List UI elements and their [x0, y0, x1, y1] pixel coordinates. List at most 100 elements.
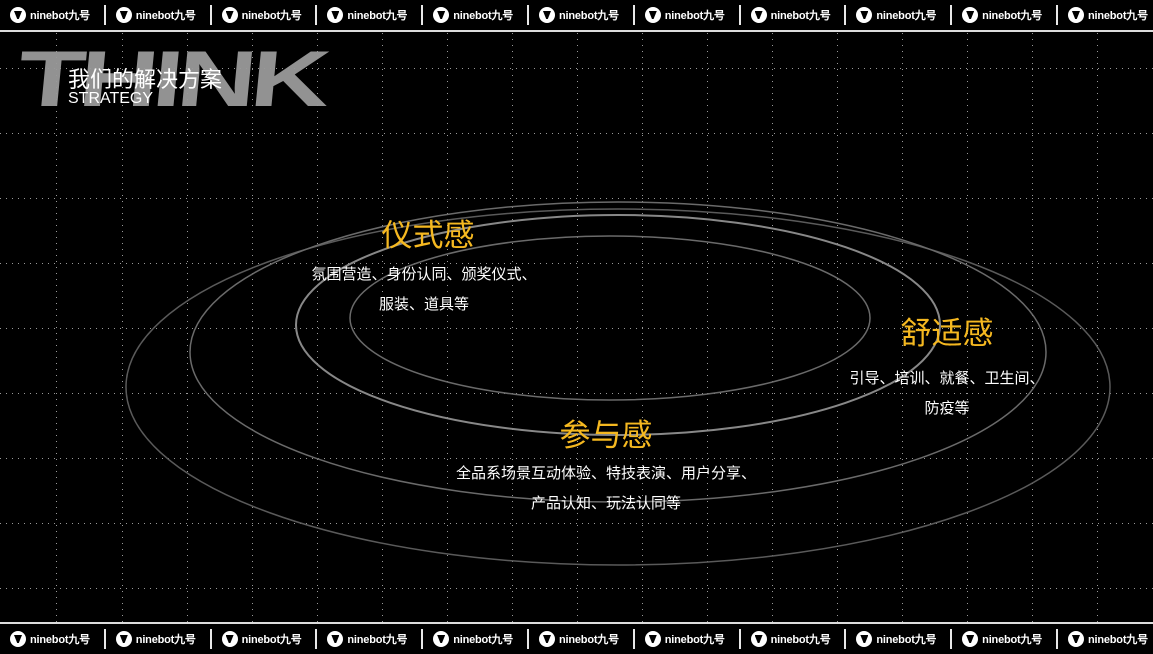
grid-line-horizontal: [0, 393, 1153, 394]
logo-text: ninebot九号: [558, 10, 619, 22]
logo-text: ninebot九号: [982, 10, 1043, 22]
ring-3: [189, 201, 1047, 503]
ring-2: [295, 214, 941, 436]
header-logo: ninebot九号: [952, 5, 1058, 25]
desc-participation-line-2: 产品认知、玩法认同等: [530, 494, 682, 512]
grid-line-horizontal: [0, 68, 1153, 69]
header-logo: ninebot九号: [0, 5, 106, 25]
grid-line-vertical: [707, 32, 708, 622]
ninebot-logo-icon: [433, 631, 450, 647]
heading-comfort: 舒适感: [900, 316, 994, 352]
grid-line-horizontal: [0, 198, 1153, 199]
grid-line-vertical: [902, 32, 903, 622]
logo-text: ninebot九号: [347, 10, 408, 22]
grid-line-horizontal: [0, 263, 1153, 264]
logo-text: ninebot九号: [876, 10, 937, 22]
grid-line-vertical: [447, 32, 448, 622]
ninebot-logo-icon: [750, 7, 767, 23]
page-title: 我们的解决方案: [68, 68, 223, 93]
header-logo: ninebot九号: [529, 5, 635, 25]
ninebot-logo-icon: [856, 7, 873, 23]
desc-comfort: 引导、培训、就餐、卫生间、 防疫等: [849, 363, 1044, 423]
logo-text: ninebot九号: [1087, 10, 1148, 22]
ninebot-logo-icon: [644, 631, 661, 647]
footer-logo: ninebot九号: [741, 629, 847, 649]
footer-logo: ninebot九号: [846, 629, 953, 649]
footer-logo-strip: ninebot九号 ninebot九号 ninebot九号 ninebot九号 nine…: [0, 622, 1153, 654]
ninebot-logo-icon: [115, 631, 132, 647]
logo-text: ninebot九号: [241, 10, 302, 22]
grid-line-vertical: [56, 32, 57, 622]
page-subtitle: STRATEGY: [68, 90, 154, 107]
ninebot-logo-icon: [10, 7, 26, 23]
grid-line-horizontal: [0, 588, 1153, 589]
ninebot-logo-icon: [433, 7, 450, 23]
logo-text: ninebot九号: [876, 634, 937, 646]
logo-text: ninebot九号: [347, 634, 408, 646]
grid-line-vertical: [122, 32, 123, 622]
footer-logo: ninebot九号: [529, 629, 635, 649]
logo-text: ninebot九号: [135, 634, 196, 646]
grid-line-horizontal: [0, 523, 1153, 524]
header-logo: ninebot九号: [1058, 5, 1153, 25]
ninebot-logo-icon: [221, 7, 238, 23]
ninebot-logo-icon: [10, 631, 26, 647]
grid-line-vertical: [1097, 32, 1098, 622]
header-logo: ninebot九号: [635, 5, 741, 25]
ninebot-logo-icon: [644, 7, 661, 23]
grid-line-horizontal: [0, 133, 1153, 134]
logo-text: ninebot九号: [558, 634, 619, 646]
grid-line-vertical: [967, 32, 968, 622]
desc-participation: 全品系场景互动体验、特技表演、用户分享、 产品认知、玩法认同等: [456, 458, 756, 518]
footer-logo: ninebot九号: [317, 629, 424, 649]
header-logo: ninebot九号: [423, 5, 529, 25]
footer-logo: ninebot九号: [423, 629, 529, 649]
ninebot-logo-icon: [327, 7, 344, 23]
heading-ritual: 仪式感: [381, 218, 475, 254]
ninebot-logo-icon: [962, 7, 979, 23]
ninebot-logo-icon: [962, 631, 979, 647]
logo-text: ninebot九号: [453, 634, 514, 646]
ring-1: [349, 235, 871, 401]
ninebot-logo-icon: [538, 631, 555, 647]
header-logo: ninebot九号: [106, 5, 212, 25]
logo-text: ninebot九号: [982, 634, 1043, 646]
logo-text: ninebot九号: [135, 10, 196, 22]
logo-text: ninebot九号: [664, 10, 725, 22]
grid-line-vertical: [642, 32, 643, 622]
header-logo: ninebot九号: [212, 5, 318, 25]
logo-text: ninebot九号: [770, 10, 831, 22]
footer-logo: ninebot九号: [1058, 629, 1153, 649]
grid-line-vertical: [1032, 32, 1033, 622]
footer-logo: ninebot九号: [0, 629, 106, 649]
ninebot-logo-icon: [1067, 7, 1084, 23]
desc-comfort-line-2: 防疫等: [924, 399, 970, 417]
grid-line-horizontal: [0, 458, 1153, 459]
logo-text: ninebot九号: [770, 634, 831, 646]
heading-participation: 参与感: [559, 418, 653, 454]
logo-text: ninebot九号: [30, 634, 90, 646]
logo-text: ninebot九号: [664, 634, 725, 646]
header-logo: ninebot九号: [846, 5, 953, 25]
ninebot-logo-icon: [1067, 631, 1084, 647]
footer-logo: ninebot九号: [952, 629, 1058, 649]
grid-line-vertical: [187, 32, 188, 622]
ninebot-logo-icon: [221, 631, 238, 647]
ring-outer: [125, 208, 1111, 566]
ninebot-logo-icon: [327, 631, 344, 647]
footer-logo: ninebot九号: [106, 629, 212, 649]
grid-line-vertical: [512, 32, 513, 622]
ninebot-logo-icon: [856, 631, 873, 647]
header-logo: ninebot九号: [317, 5, 424, 25]
ninebot-logo-icon: [750, 631, 767, 647]
desc-comfort-line-1: 引导、培训、就餐、卫生间、: [849, 369, 1045, 387]
grid-line-vertical: [577, 32, 578, 622]
logo-text: ninebot九号: [241, 634, 302, 646]
grid-line-vertical: [317, 32, 318, 622]
desc-ritual: 氛围营造、身份认同、颁奖仪式、 服装、道具等: [311, 259, 536, 319]
header-logo-strip: ninebot九号 ninebot九号 ninebot九号 ninebot九号 nine…: [0, 0, 1153, 32]
grid-line-vertical: [772, 32, 773, 622]
grid-line-horizontal: [0, 328, 1153, 329]
desc-participation-line-1: 全品系场景互动体验、特技表演、用户分享、: [455, 464, 757, 482]
